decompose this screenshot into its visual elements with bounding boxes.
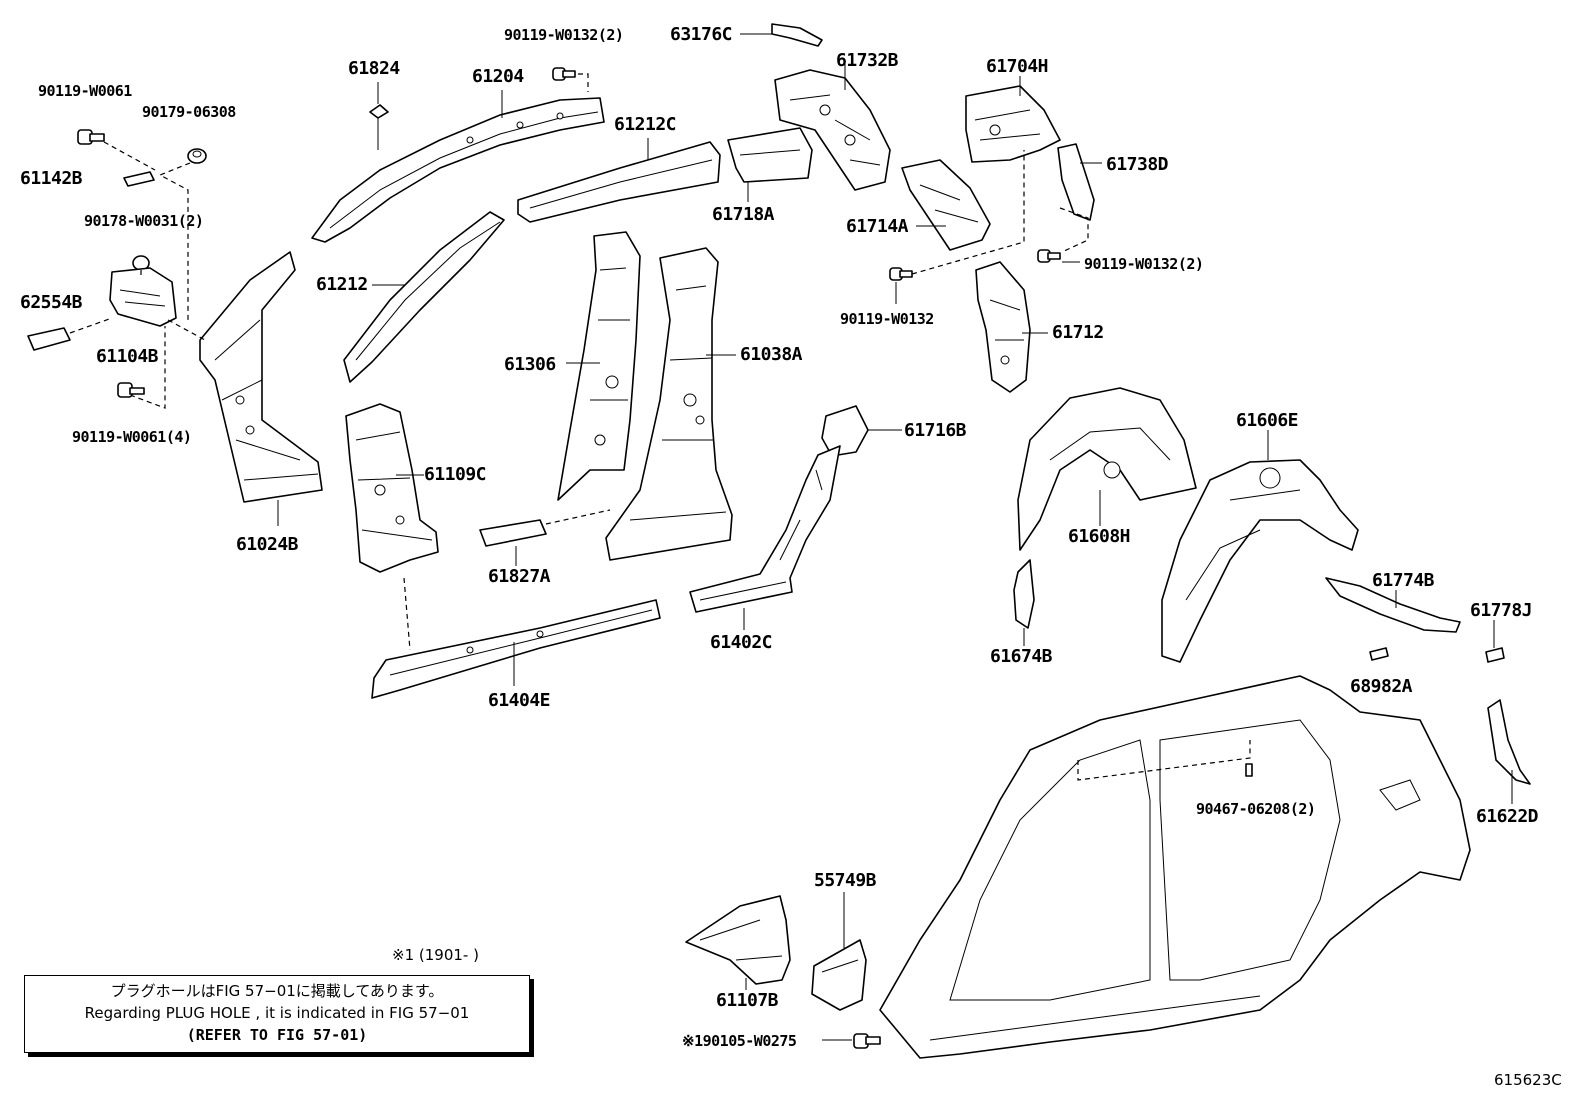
label-61142B: 61142B — [20, 168, 83, 189]
rail-61212C — [517, 141, 721, 223]
label-55749B: 55749B — [814, 870, 877, 891]
label-90179-06308: 90179-06308 — [142, 103, 236, 121]
label-61778J: 61778J — [1470, 600, 1533, 621]
label-61104B: 61104B — [96, 346, 159, 367]
label-61212: 61212 — [316, 274, 368, 295]
label-61038A: 61038A — [740, 344, 803, 365]
bolt-90119-W0132 — [889, 267, 913, 281]
note-line-jp: プラグホールはFIG 57−01に掲載してあります。 — [110, 982, 444, 1000]
label-90119-W0061-4: 90119-W0061(4) — [72, 428, 192, 446]
part-61704H — [965, 85, 1061, 163]
pillar-61038A — [605, 247, 733, 561]
sill-61402C — [689, 445, 841, 613]
plug-hole-note: プラグホールはFIG 57−01に掲載してあります。 Regarding PLU… — [24, 975, 530, 1053]
part-61674B — [1013, 559, 1035, 629]
block-61827A — [479, 519, 547, 547]
bolt-90119-W0061-4 — [117, 382, 145, 398]
label-61024B: 61024B — [236, 534, 299, 555]
patch-61824 — [369, 104, 389, 119]
part-61107B — [685, 895, 791, 985]
bolt-90119-W0061 — [77, 129, 105, 145]
label-61774B: 61774B — [1372, 570, 1435, 591]
clip-90467-06208 — [1245, 763, 1253, 777]
label-90105-W0275: ※190105-W0275 — [682, 1032, 797, 1050]
label-61714A: 61714A — [846, 216, 909, 237]
label-61404E: 61404E — [488, 690, 551, 711]
body-side-outer — [879, 675, 1471, 1059]
wheelhouse-61608H — [1017, 387, 1197, 551]
label-61606E: 61606E — [1236, 410, 1299, 431]
date-note: ※1 (1901- ) — [392, 946, 479, 964]
rocker-61404E — [371, 599, 661, 699]
label-61306: 61306 — [504, 354, 556, 375]
label-90119-W0132: 90119-W0132 — [840, 310, 934, 328]
bracket-61142B — [123, 171, 155, 187]
pillar-61024B — [199, 251, 323, 526]
part-61778J — [1485, 647, 1505, 663]
part-61738D — [1057, 143, 1095, 221]
note-line-ref: (REFER TO FIG 57-01) — [186, 1026, 368, 1044]
part-61712 — [975, 261, 1031, 393]
part-68982A — [1369, 647, 1389, 661]
block-62554B — [27, 327, 71, 351]
label-90119-W0061: 90119-W0061 — [38, 82, 132, 100]
part-61774B — [1325, 577, 1461, 633]
label-90178-W0031: 90178-W0031(2) — [84, 212, 204, 230]
label-90467-06208: 90467-06208(2) — [1196, 800, 1316, 818]
label-61622D: 61622D — [1476, 806, 1539, 827]
label-68982A: 68982A — [1350, 676, 1413, 697]
label-61212C: 61212C — [614, 114, 677, 135]
rail-61212 — [343, 211, 505, 383]
label-61718A: 61718A — [712, 204, 775, 225]
part-61714A — [901, 159, 991, 251]
label-61402C: 61402C — [710, 632, 773, 653]
rail-61204 — [311, 97, 605, 243]
part-61716B — [821, 405, 869, 457]
label-62554B: 62554B — [20, 292, 83, 313]
label-61204: 61204 — [472, 66, 524, 87]
bolt-90119-W0132-2a — [552, 67, 576, 81]
label-61608H: 61608H — [1068, 526, 1131, 547]
bolt-90119-W0132-2b — [1037, 249, 1061, 263]
label-61704H: 61704H — [986, 56, 1049, 77]
label-90119-W0132-2b: 90119-W0132(2) — [1084, 255, 1204, 273]
label-61716B: 61716B — [904, 420, 967, 441]
label-63176C: 63176C — [670, 24, 733, 45]
part-61718A — [727, 127, 813, 183]
label-61712: 61712 — [1052, 322, 1104, 343]
label-61827A: 61827A — [488, 566, 551, 587]
label-61107B: 61107B — [716, 990, 779, 1011]
label-61824: 61824 — [348, 58, 400, 79]
bracket-61104B — [109, 267, 177, 327]
bolt-90105-W0275 — [853, 1033, 881, 1049]
label-90119-W0132-2a: 90119-W0132(2) — [504, 26, 624, 44]
pillar-61109C — [345, 403, 439, 573]
pillar-61306 — [557, 231, 641, 501]
label-61109C: 61109C — [424, 464, 487, 485]
part-61622D — [1487, 699, 1531, 785]
note-line-en: Regarding PLUG HOLE , it is indicated in… — [84, 1004, 470, 1022]
part-63176C — [771, 23, 823, 47]
label-61732B: 61732B — [836, 50, 899, 71]
label-61674B: 61674B — [990, 646, 1053, 667]
figure-id: 615623C — [1494, 1071, 1562, 1089]
part-55749B — [811, 939, 867, 1011]
nut-90179-06308 — [187, 148, 207, 164]
part-61732B — [774, 69, 891, 191]
label-61738D: 61738D — [1106, 154, 1169, 175]
wheelhouse-61606E — [1161, 459, 1359, 663]
